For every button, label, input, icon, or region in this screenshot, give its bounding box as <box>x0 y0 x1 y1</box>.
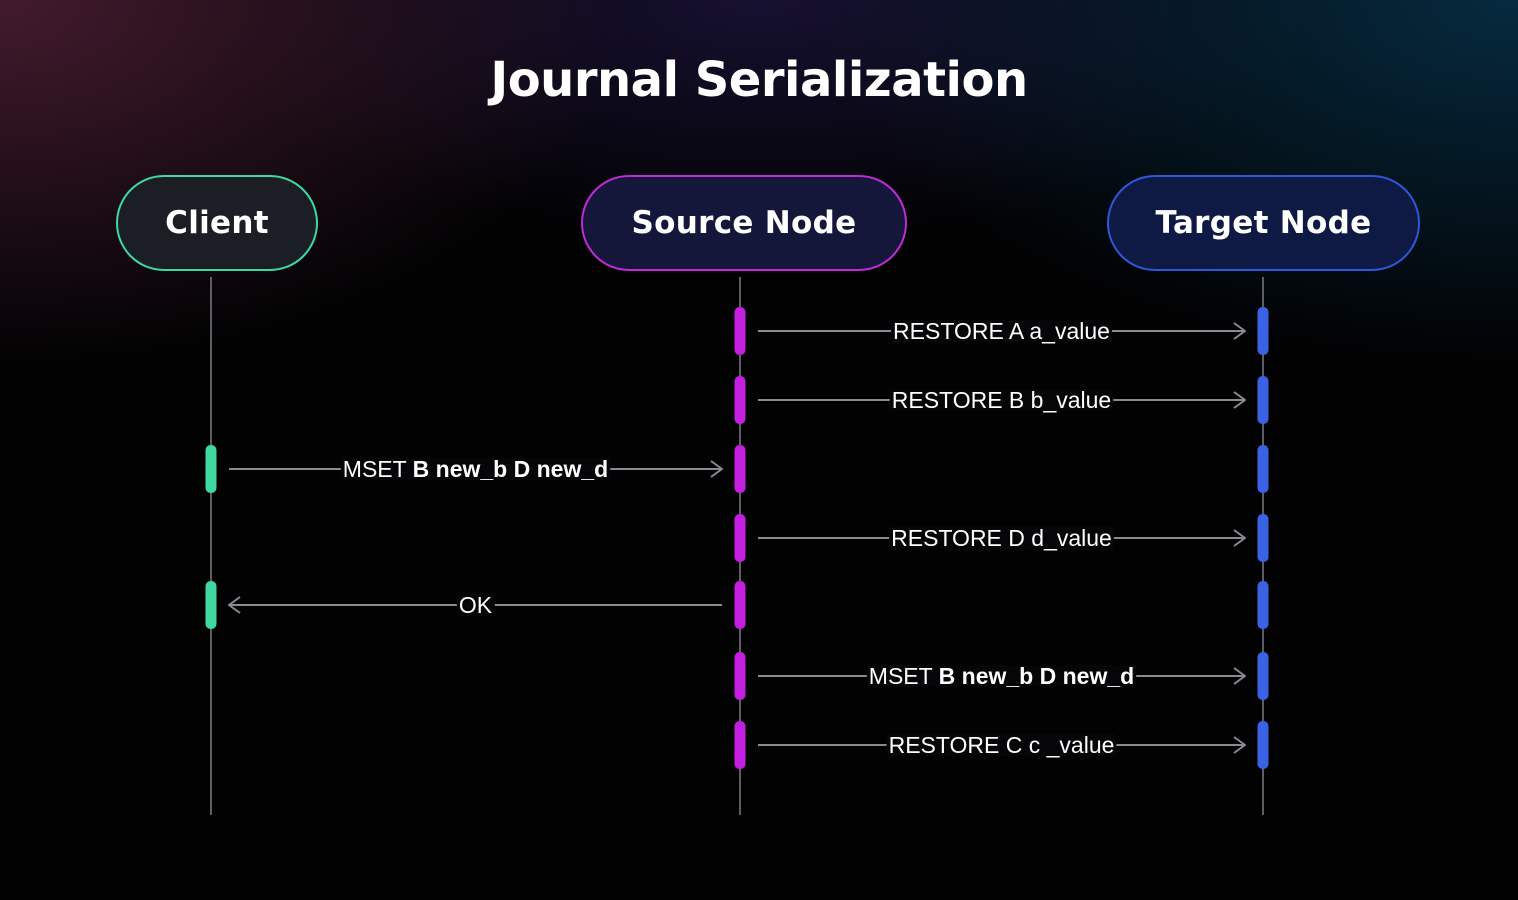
activation-bar-target <box>1257 307 1269 355</box>
message-label-part: MSET <box>869 663 939 689</box>
message-label-part: RESTORE C c _value <box>889 732 1115 758</box>
arrowhead-icon <box>710 460 723 478</box>
arrowhead-icon <box>1233 529 1246 547</box>
activation-bar-target <box>1257 514 1269 562</box>
message-label: OK <box>459 592 493 618</box>
message-6: MSET B new_b D new_d <box>758 663 1246 689</box>
message-label-part: B new_b D new_d <box>413 456 609 482</box>
message-4: RESTORE D d_value <box>758 525 1246 551</box>
activation-bar-source <box>734 376 746 424</box>
label-background <box>456 594 495 616</box>
label-background <box>886 734 1117 756</box>
label-background <box>891 320 1112 342</box>
message-label-part: RESTORE B b_value <box>892 387 1111 413</box>
message-label: RESTORE B b_value <box>892 387 1111 413</box>
activation-bar-source <box>734 307 746 355</box>
activation-bar-target <box>1257 581 1269 629</box>
activation-bar-target <box>1257 445 1269 493</box>
diagram-title: Journal Serialization <box>490 52 1028 108</box>
message-1: RESTORE A a_value <box>758 318 1246 344</box>
activation-bar-source <box>734 445 746 493</box>
message-label-part: RESTORE A a_value <box>893 318 1110 344</box>
message-label-part: RESTORE D d_value <box>891 525 1112 551</box>
activation-bars <box>205 307 1269 769</box>
activation-bar-source <box>734 514 746 562</box>
activation-bar-source <box>734 721 746 769</box>
message-label: MSET B new_b D new_d <box>869 663 1134 689</box>
message-label-part: B new_b D new_d <box>939 663 1135 689</box>
arrowhead-icon <box>1233 667 1246 685</box>
label-background <box>889 389 1114 411</box>
arrowhead-icon <box>1233 391 1246 409</box>
message-3: MSET B new_b D new_d <box>229 456 723 482</box>
activation-bar-client <box>205 445 217 493</box>
message-7: RESTORE C c _value <box>758 732 1246 758</box>
message-2: RESTORE B b_value <box>758 387 1246 413</box>
activation-bar-source <box>734 652 746 700</box>
arrowhead-icon <box>1233 322 1246 340</box>
label-background <box>340 458 611 480</box>
message-5: OK <box>228 592 722 618</box>
activation-bar-target <box>1257 376 1269 424</box>
activation-bar-client <box>205 581 217 629</box>
activation-bar-source <box>734 581 746 629</box>
participant-target-node: Target Node <box>1107 175 1420 271</box>
message-label-part: OK <box>459 592 493 618</box>
activation-bar-target <box>1257 721 1269 769</box>
message-label: RESTORE D d_value <box>891 525 1112 551</box>
label-background <box>889 527 1114 549</box>
activation-bar-target <box>1257 652 1269 700</box>
message-label: RESTORE C c _value <box>889 732 1115 758</box>
arrowhead-icon <box>228 596 241 614</box>
participant-client: Client <box>116 175 318 271</box>
message-label-part: MSET <box>343 456 413 482</box>
message-label: MSET B new_b D new_d <box>343 456 608 482</box>
message-label: RESTORE A a_value <box>893 318 1110 344</box>
arrowhead-icon <box>1233 736 1246 754</box>
label-background <box>866 665 1137 687</box>
participant-source-node: Source Node <box>581 175 907 271</box>
